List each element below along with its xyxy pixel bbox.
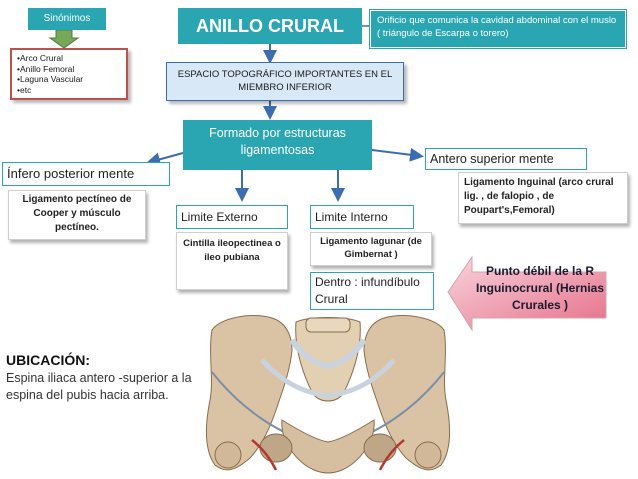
synonym-item: •etc bbox=[17, 84, 32, 95]
inferior-posterior-title-box: Ínfero posterior mente bbox=[2, 162, 170, 186]
location-text: Espina iliaca antero -superior a la espi… bbox=[6, 371, 192, 402]
internal-limit-content: Ligamento lagunar (de Gimbernat ) bbox=[320, 236, 422, 260]
main-title: ANILLO CRURAL bbox=[196, 16, 344, 36]
inferior-posterior-content: Ligamento pectíneo de Cooper y músculo p… bbox=[22, 194, 132, 233]
inferior-posterior-content-box: Ligamento pectíneo de Cooper y músculo p… bbox=[8, 190, 146, 240]
synonyms-arrow bbox=[48, 29, 80, 49]
inferior-posterior-title: Ínfero posterior mente bbox=[7, 166, 135, 181]
weak-point-box: Punto débil de la R Inguinocrural (Herni… bbox=[474, 262, 606, 318]
formed-to-left-arrow bbox=[146, 152, 184, 167]
main-title-box: ANILLO CRURAL bbox=[178, 8, 362, 44]
synonyms-title: Sinónimos bbox=[43, 13, 91, 24]
weak-point-text: Punto débil de la R Inguinocrural (Herni… bbox=[475, 264, 605, 312]
formed-by-box: Formado por estructuras ligamentosas bbox=[183, 120, 372, 170]
external-limit-title: Limite Externo bbox=[181, 210, 258, 224]
synonyms-title-box: Sinónimos bbox=[28, 8, 106, 30]
internal-limit-content-box: Ligamento lagunar (de Gimbernat ) bbox=[310, 232, 432, 266]
antero-superior-content-box: Ligamento Inguinal (arco crural lig. , d… bbox=[458, 172, 628, 224]
location-title: UBICACIÓN: bbox=[6, 352, 90, 368]
antero-superior-title-box: Antero superior mente bbox=[425, 148, 587, 170]
definition-box: Orificio que comunica la cavidad abdomin… bbox=[370, 10, 626, 48]
external-limit-content-box: Cintilla ileopectinea o ileo pubiana bbox=[176, 232, 288, 290]
topographic-space-text: ESPACIO TOPOGRÁFICO IMPORTANTES EN EL MI… bbox=[177, 69, 393, 93]
antero-superior-content: Ligamento Inguinal (arco crural lig. , d… bbox=[464, 177, 614, 216]
definition-text: Orificio que comunica la cavidad abdomin… bbox=[377, 15, 617, 39]
antero-superior-title: Antero superior mente bbox=[430, 152, 554, 166]
synonyms-list: •Arco Crural •Anillo Femoral •Laguna Vas… bbox=[10, 48, 128, 100]
synonym-item: •Anillo Femoral bbox=[17, 63, 75, 74]
formed-by-text: Formado por estructuras ligamentosas bbox=[209, 126, 346, 157]
location-section: UBICACIÓN: Espina iliaca antero -superio… bbox=[6, 350, 206, 430]
internal-limit-title: Limite Interno bbox=[315, 210, 388, 224]
synonym-item: •Arco Crural bbox=[17, 53, 63, 63]
external-limit-title-box: Limite Externo bbox=[176, 205, 288, 229]
weak-point-arrow-shape bbox=[447, 255, 607, 332]
synonym-item: •Laguna Vascular bbox=[17, 74, 84, 84]
external-limit-content: Cintilla ileopectinea o ileo pubiana bbox=[183, 238, 281, 263]
internal-limit-title-box: Limite Interno bbox=[310, 205, 414, 229]
inside-text: Dentro : infundíbulo Crural bbox=[315, 275, 420, 306]
formed-to-right-arrow bbox=[371, 147, 424, 162]
inside-box: Dentro : infundíbulo Crural bbox=[310, 272, 434, 310]
topographic-space-box: ESPACIO TOPOGRÁFICO IMPORTANTES EN EL MI… bbox=[166, 62, 404, 101]
pelvis-image bbox=[205, 315, 451, 474]
